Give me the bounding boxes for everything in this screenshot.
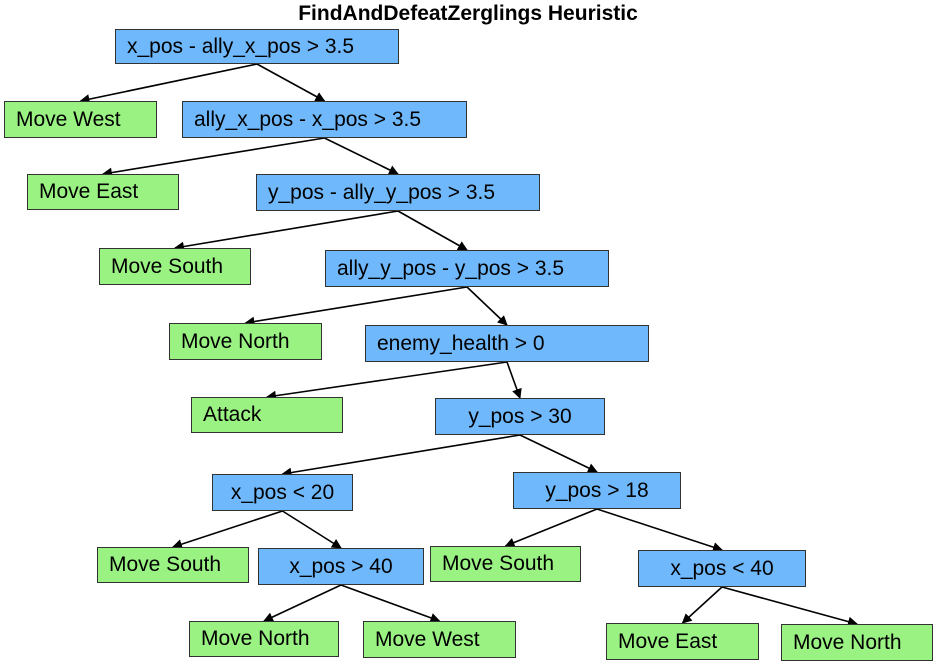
edge-c8-a7	[504, 508, 598, 548]
edge-c8-c10	[596, 508, 723, 552]
node-a1: Move West	[4, 101, 157, 138]
node-a7: Move South	[430, 546, 581, 582]
edge-c7-c9	[282, 510, 342, 549]
edge-c2-c3	[324, 137, 399, 175]
edge-c4-a4	[244, 286, 468, 327]
edge-c2-a2	[102, 137, 325, 178]
node-c9: x_pos > 40	[258, 548, 424, 585]
node-a3: Move South	[99, 248, 251, 285]
edge-c4-c5	[466, 286, 508, 326]
edge-c3-c4	[397, 210, 468, 251]
node-c4: ally_y_pos - y_pos > 3.5	[325, 250, 609, 287]
node-c3: y_pos - ally_y_pos > 3.5	[256, 174, 540, 211]
node-a6: Move South	[97, 547, 249, 583]
node-c1: x_pos - ally_x_pos > 3.5	[115, 29, 399, 64]
node-c2: ally_x_pos - x_pos > 3.5	[182, 101, 467, 138]
node-a4: Move North	[169, 323, 322, 360]
edge-c10-a11	[721, 586, 858, 627]
diagram-title: FindAndDefeatZerglings Heuristic	[298, 2, 638, 25]
edge-c6-c8	[519, 434, 598, 473]
node-a9: Move West	[363, 621, 516, 658]
node-c8: y_pos > 18	[513, 472, 681, 509]
node-c5: enemy_health > 0	[365, 325, 649, 362]
edge-c7-a6	[172, 510, 283, 549]
edge-c9-a8	[263, 584, 342, 622]
node-c7: x_pos < 20	[212, 474, 353, 511]
node-a11: Move North	[781, 624, 933, 661]
edge-c10-a10	[681, 586, 723, 624]
edge-c1-a1	[79, 63, 258, 105]
edge-c1-c2	[256, 63, 326, 102]
node-a2: Move East	[27, 174, 179, 210]
edge-c3-a3	[174, 210, 399, 252]
node-c6: y_pos > 30	[435, 398, 605, 435]
node-c10: x_pos < 40	[638, 550, 806, 587]
node-a8: Move North	[189, 621, 339, 657]
edge-c6-c7	[281, 434, 521, 478]
edge-c9-a9	[340, 584, 441, 623]
node-a5: Attack	[191, 397, 343, 433]
edge-c5-c6	[506, 361, 522, 399]
edge-c5-a5	[266, 361, 508, 401]
node-a10: Move East	[606, 623, 759, 660]
